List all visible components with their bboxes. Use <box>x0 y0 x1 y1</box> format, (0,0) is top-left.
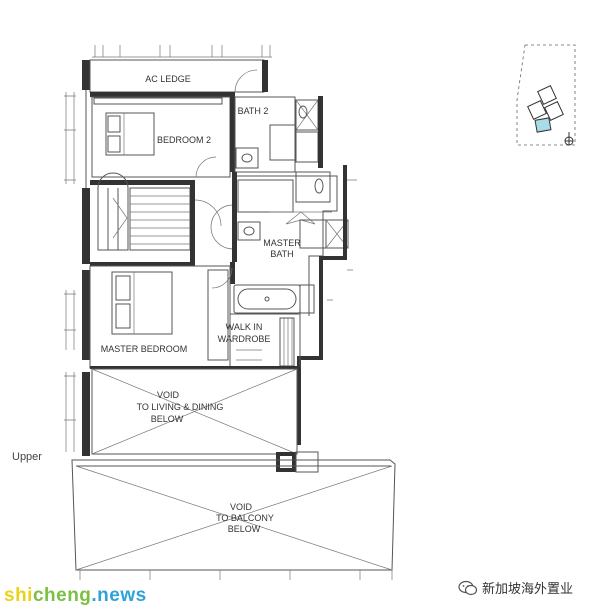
room-label-bath-2: BATH 2 <box>238 106 269 116</box>
room-label-void-balcony-2: TO BALCONY <box>216 513 274 523</box>
room-label-ac-ledge: AC LEDGE <box>145 74 191 84</box>
wechat-badge: 新加坡海外置业 <box>458 578 573 597</box>
room-label-void-living-2: TO LIVING & DINING <box>137 402 224 412</box>
wechat-label: 新加坡海外置业 <box>482 582 574 597</box>
left-window-marks <box>64 92 76 452</box>
wechat-icon <box>458 580 478 595</box>
bottom-balustrade-marks <box>79 570 393 580</box>
highlighted-unit <box>534 117 552 133</box>
watermark-part-1: shi <box>4 585 33 606</box>
room-label-master-bath-2: BATH <box>270 249 293 259</box>
room-label-master-bath-1: MASTER <box>263 238 301 248</box>
level-label: Upper <box>12 451 42 463</box>
room-label-walk-in-1: WALK IN <box>226 322 263 332</box>
room-label-void-balcony-3: BELOW <box>228 524 261 534</box>
room-label-void-balcony-1: VOID <box>230 502 253 512</box>
bathtub <box>233 284 315 314</box>
room-label-master-bedroom: MASTER BEDROOM <box>101 344 188 354</box>
watermark-part-3: .news <box>91 585 147 606</box>
room-label-walk-in-2: WARDROBE <box>218 334 271 344</box>
room-label-void-living-3: BELOW <box>151 414 184 424</box>
watermark-part-2: cheng <box>32 585 92 606</box>
room-label-bedroom-2: BEDROOM 2 <box>157 135 211 145</box>
bed-2 <box>105 112 155 156</box>
key-plan <box>516 44 576 146</box>
watermark: shicheng.news <box>4 585 147 607</box>
top-window-marks <box>92 45 272 58</box>
compass-icon <box>564 132 574 146</box>
master-bed <box>111 271 173 335</box>
room-label-void-living-1: VOID <box>157 390 180 400</box>
